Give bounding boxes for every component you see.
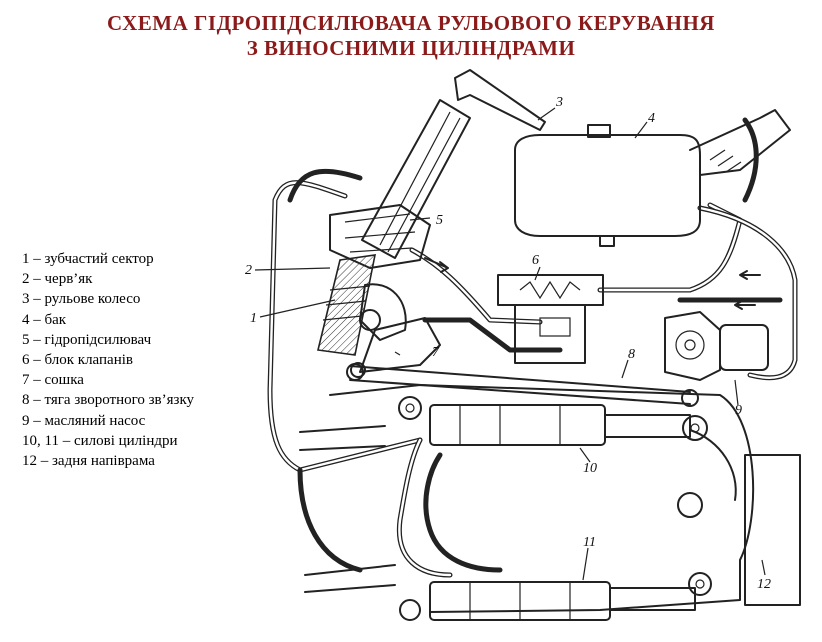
steering-wheel-3 <box>454 69 546 131</box>
callout-5: 5 <box>436 213 443 228</box>
callout-2: 2 <box>245 263 252 278</box>
legend-item-8: 8 – тяга зворотного зв’язку <box>22 392 195 409</box>
callout-10: 10 <box>583 461 597 476</box>
callout-3: 3 <box>555 95 563 110</box>
legend-item-3: 3 – рульове колесо <box>22 291 141 308</box>
legend-item-2: 2 – черв’як <box>22 271 93 288</box>
power-cylinder-10 <box>429 404 708 446</box>
oil-pump-9 <box>664 311 769 381</box>
callout-7: 7 <box>432 345 440 360</box>
hydraulic-pipes <box>267 117 798 578</box>
callout-11: 11 <box>583 535 596 550</box>
legend-item-7: 7 – сошка <box>22 372 84 389</box>
callout-6: 6 <box>532 253 539 268</box>
oil-tank-4 <box>514 109 791 247</box>
callout-leaders <box>254 107 766 581</box>
rear-half-frame-12 <box>299 384 801 621</box>
power-cylinder-11 <box>429 572 712 621</box>
callout-4: 4 <box>648 111 655 126</box>
callout-12: 12 <box>757 577 771 592</box>
worm-gear-2 <box>317 254 377 356</box>
diagram-title-line-1: СХЕМА ГІДРОПІДСИЛЮВАЧА РУЛЬОВОГО КЕРУВАН… <box>107 11 715 35</box>
callout-8: 8 <box>628 347 635 362</box>
parts-legend: 1 – зубчастий сектор 2 – черв’як 3 – рул… <box>22 249 194 471</box>
diagram-title-line-2: З ВИНОСНИМИ ЦИЛІНДРАМИ <box>246 36 576 60</box>
legend-item-1: 1 – зубчастий сектор <box>22 251 154 267</box>
flow-arrows <box>424 257 761 310</box>
feedback-rod-8 <box>346 363 699 407</box>
legend-item-9: 9 – масляний насос <box>22 412 146 429</box>
valve-block-6 <box>497 274 604 364</box>
power-steering-unit-5 <box>329 99 471 269</box>
toothed-sector-1 <box>359 283 407 341</box>
legend-item-4: 4 – бак <box>22 311 67 328</box>
legend-item-12: 12 – задня напіврама <box>22 453 155 470</box>
legend-item-6: 6 – блок клапанів <box>22 352 133 369</box>
pitman-arm-7 <box>350 317 441 378</box>
callout-9: 9 <box>735 403 742 418</box>
legend-item-5: 5 – гідропідсилювач <box>22 331 152 348</box>
legend-item-10-11: 10, 11 – силові циліндри <box>22 432 178 449</box>
callout-1: 1 <box>250 311 257 326</box>
